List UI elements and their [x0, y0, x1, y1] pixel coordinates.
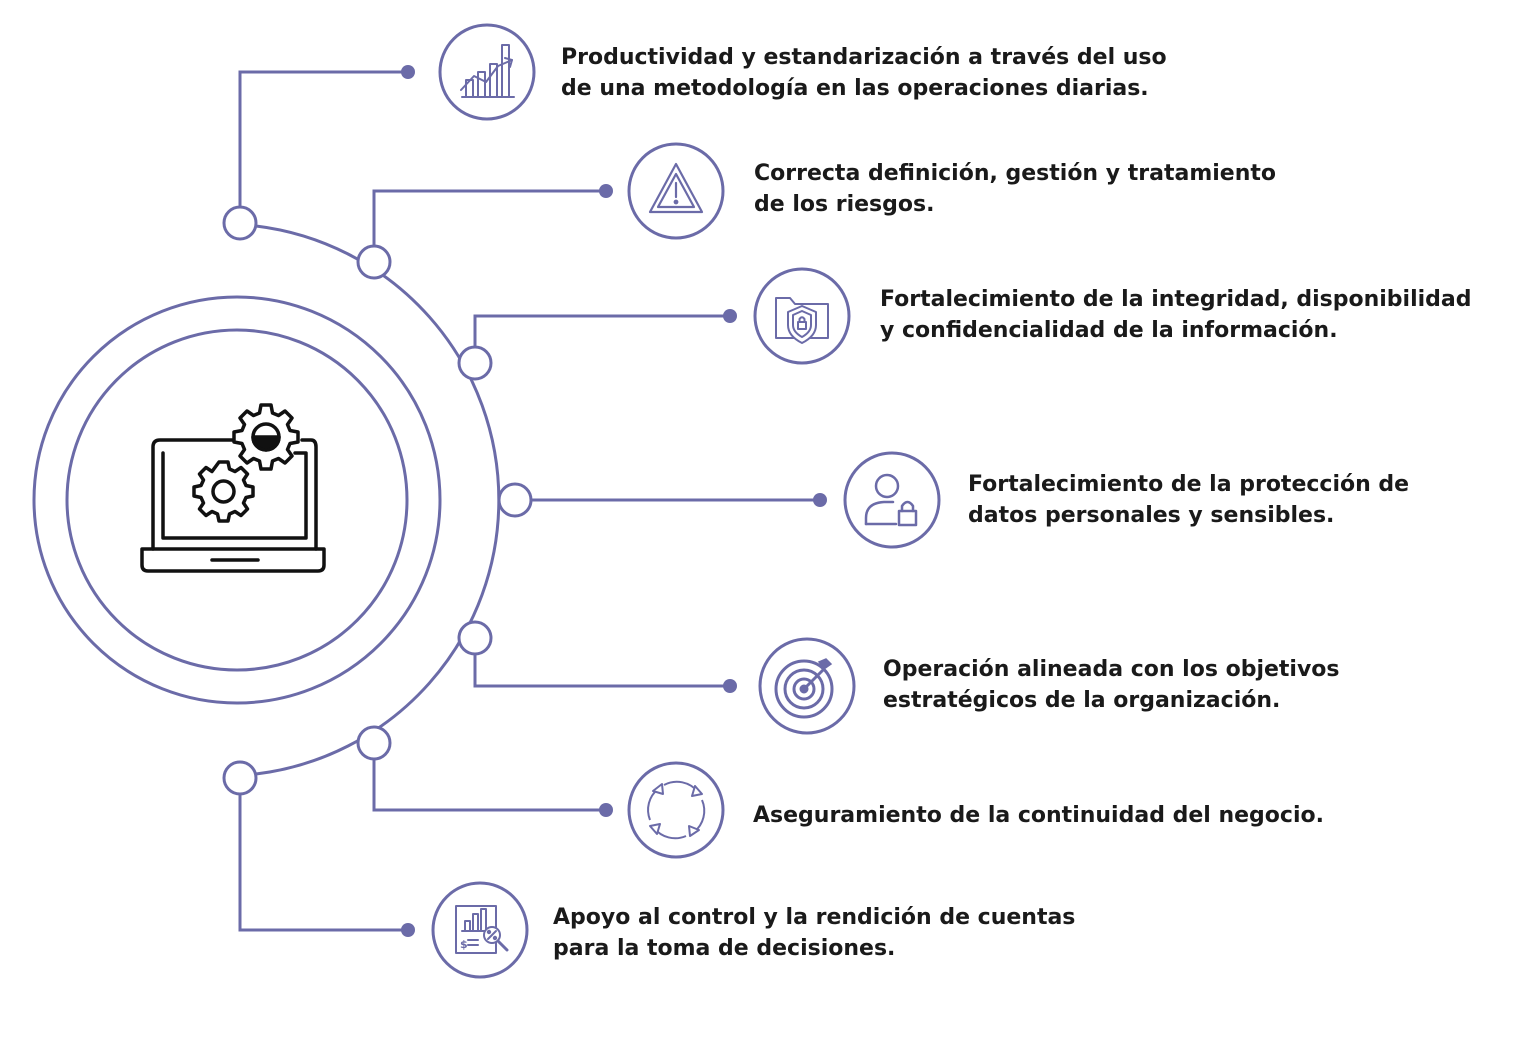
- user-lock-icon: [864, 473, 918, 527]
- end-dot-2: [599, 184, 613, 198]
- benefit-3-line-1: Fortalecimiento de la integridad, dispon…: [880, 287, 1472, 312]
- benefit-1-line-2: de una metodología en las operaciones di…: [561, 76, 1149, 101]
- arc-node-3: [457, 345, 493, 381]
- arc-node-1: [222, 205, 258, 241]
- arc-node-7: [222, 760, 258, 796]
- benefit-text-4: Fortalecimiento de la protección de dato…: [968, 469, 1409, 531]
- connector-line-7: [238, 794, 408, 932]
- connector-line-3: [473, 314, 730, 347]
- end-dot-7: [401, 923, 415, 937]
- laptop-gears-icon: [140, 403, 326, 573]
- benefit-text-6: Aseguramiento de la continuidad del nego…: [753, 800, 1324, 831]
- connector-line-2: [372, 189, 606, 246]
- connector-line-5: [473, 654, 730, 688]
- benefit-7-line-1: Apoyo al control y la rendición de cuent…: [553, 905, 1076, 930]
- center-outer-ring: [32, 295, 442, 705]
- cycle-arrows-icon: [647, 780, 706, 840]
- benefit-5-line-1: Operación alineada con los objetivos: [883, 657, 1340, 682]
- end-dot-6: [599, 803, 613, 817]
- icon-circle-6: [627, 761, 725, 859]
- arc-node-6: [356, 725, 392, 761]
- growth-chart-icon: [460, 44, 515, 98]
- center-inner-ring: [65, 328, 409, 672]
- benefit-7-line-2: para la toma de decisiones.: [553, 936, 896, 961]
- arc-node-4: [497, 482, 533, 518]
- end-dot-3: [723, 309, 737, 323]
- connector-arc: [255, 224, 501, 776]
- target-arrow-icon: [774, 658, 834, 719]
- benefit-text-1: Productividad y estandarización a través…: [561, 42, 1167, 104]
- benefit-4-line-2: datos personales y sensibles.: [968, 503, 1335, 528]
- benefit-3-line-2: y confidencialidad de la información.: [880, 318, 1338, 343]
- benefit-5-line-2: estratégicos de la organización.: [883, 688, 1281, 713]
- benefit-4-line-1: Fortalecimiento de la protección de: [968, 472, 1410, 497]
- icon-circle-1: [438, 23, 536, 121]
- benefit-2-line-1: Correcta definición, gestión y tratamien…: [754, 161, 1277, 186]
- benefit-1-line-1: Productividad y estandarización a través…: [561, 45, 1167, 70]
- arc-node-2: [356, 244, 392, 280]
- end-dot-5: [723, 679, 737, 693]
- connector-line-6: [372, 759, 606, 812]
- svg-text:$: $: [460, 938, 468, 951]
- benefit-text-7: Apoyo al control y la rendición de cuent…: [553, 902, 1075, 964]
- arc-node-5: [457, 620, 493, 656]
- report-analysis-icon: $: [455, 905, 509, 954]
- connector-line-1: [238, 70, 408, 207]
- benefit-text-2: Correcta definición, gestión y tratamien…: [754, 158, 1276, 220]
- warning-triangle-icon: [648, 162, 704, 214]
- end-dot-1: [401, 65, 415, 79]
- benefit-6-line-1: Aseguramiento de la continuidad del nego…: [753, 803, 1324, 828]
- benefit-text-3: Fortalecimiento de la integridad, dispon…: [880, 284, 1472, 346]
- end-dot-4: [813, 493, 827, 507]
- icon-circle-4: [843, 451, 941, 549]
- folder-shield-icon: [775, 297, 829, 344]
- benefit-2-line-2: de los riesgos.: [754, 192, 935, 217]
- benefit-text-5: Operación alineada con los objetivos est…: [883, 654, 1340, 716]
